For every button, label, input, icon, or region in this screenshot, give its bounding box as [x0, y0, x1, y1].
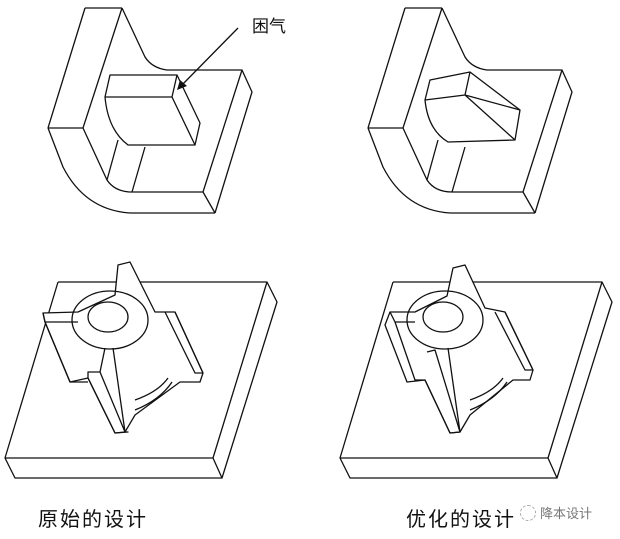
- wechat-logo-icon: [520, 504, 536, 521]
- original-bracket-part: [47, 7, 253, 214]
- original-plate-part: [4, 261, 278, 479]
- arrowhead-icon: [177, 80, 187, 90]
- trapped-air-arrow: [177, 27, 239, 90]
- original-design-caption: 原始的设计: [38, 507, 148, 531]
- optimized-plate-part: [339, 264, 613, 479]
- trapped-air-label: 困气: [252, 17, 286, 37]
- sloped-boss-block: [424, 71, 521, 143]
- optimized-bracket-part: [367, 7, 573, 214]
- optimized-design-caption: 优化的设计: [406, 507, 516, 531]
- boss-block: [104, 74, 201, 146]
- watermark: 降本设计: [520, 503, 592, 522]
- watermark-text: 降本设计: [540, 507, 593, 522]
